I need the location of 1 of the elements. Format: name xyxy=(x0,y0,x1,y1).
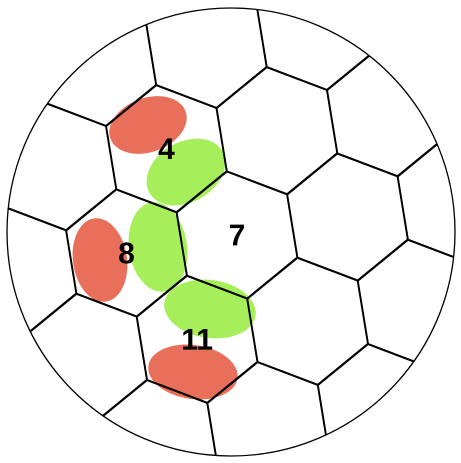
hexagon-cell: 7 xyxy=(176,170,298,300)
